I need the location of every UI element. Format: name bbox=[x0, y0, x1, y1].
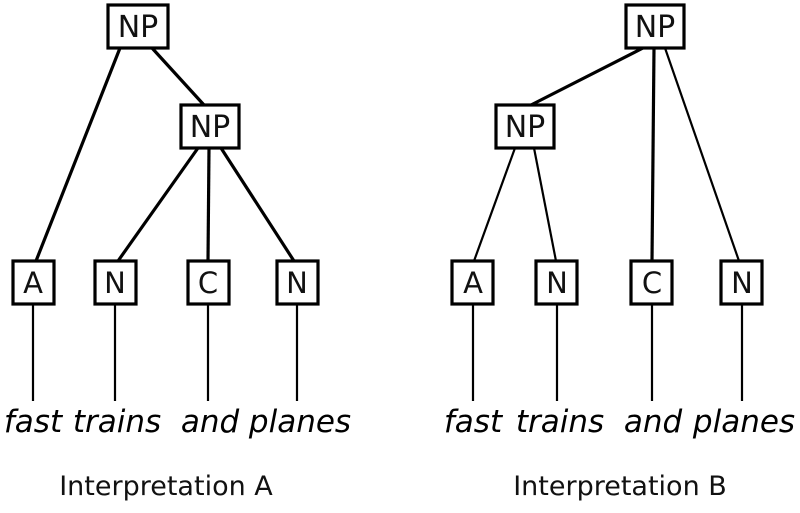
node-box bbox=[534, 259, 579, 306]
edges-group bbox=[34, 46, 741, 262]
tree-node-np[interactable]: NP bbox=[179, 103, 241, 150]
tree-node-n[interactable]: N bbox=[93, 259, 138, 306]
tree-node-c[interactable]: C bbox=[629, 259, 674, 306]
tree-node-c[interactable]: C bbox=[186, 259, 231, 306]
node-box bbox=[275, 259, 320, 306]
node-label: NP bbox=[505, 110, 546, 145]
node-label: NP bbox=[118, 10, 159, 45]
tree-node-a[interactable]: A bbox=[450, 259, 495, 306]
nodes-group: NP NP A N C N NP NP A N C N bbox=[11, 3, 764, 306]
leaf-word: and bbox=[624, 404, 683, 440]
node-box bbox=[179, 103, 241, 150]
tree-node-n[interactable]: N bbox=[719, 259, 764, 306]
leaf-word: fast bbox=[4, 404, 64, 440]
node-box bbox=[629, 259, 674, 306]
leaf-word: fast bbox=[444, 404, 504, 440]
tree-node-np[interactable]: NP bbox=[106, 3, 170, 50]
node-box bbox=[106, 3, 170, 50]
tree-caption: Interpretation A bbox=[59, 471, 273, 502]
tree-edge bbox=[663, 47, 741, 262]
node-label: N bbox=[104, 266, 126, 300]
node-box bbox=[494, 103, 556, 150]
node-label: A bbox=[463, 266, 483, 300]
tree-edge bbox=[34, 47, 122, 262]
tree-node-n[interactable]: N bbox=[275, 259, 320, 306]
tree-edge bbox=[530, 46, 644, 107]
tree-edge bbox=[206, 147, 211, 262]
leaf-word: trains bbox=[73, 404, 161, 440]
node-box bbox=[93, 259, 138, 306]
tree-edge bbox=[650, 47, 656, 262]
node-label: C bbox=[198, 266, 218, 300]
leaf-word: planes bbox=[248, 404, 351, 440]
captions-group: Interpretation A Interpretation B bbox=[59, 471, 727, 502]
leaf-word: planes bbox=[692, 404, 795, 440]
node-box bbox=[450, 259, 495, 306]
node-box bbox=[719, 259, 764, 306]
tree-edge bbox=[150, 46, 206, 107]
node-label: N bbox=[286, 266, 308, 300]
node-label: NP bbox=[635, 10, 676, 45]
tree-edge bbox=[532, 147, 558, 262]
node-box bbox=[11, 259, 56, 306]
tree-edge bbox=[472, 147, 517, 262]
tree-edge bbox=[116, 147, 200, 262]
node-label: A bbox=[23, 266, 43, 300]
node-label: N bbox=[731, 266, 753, 300]
tree-node-a[interactable]: A bbox=[11, 259, 56, 306]
node-label: NP bbox=[190, 110, 231, 145]
node-box bbox=[624, 3, 686, 50]
node-label: C bbox=[642, 266, 662, 300]
tree-edge bbox=[219, 147, 296, 262]
tree-node-np[interactable]: NP bbox=[494, 103, 556, 150]
node-box bbox=[186, 259, 231, 306]
tree-node-np[interactable]: NP bbox=[624, 3, 686, 50]
tree-caption: Interpretation B bbox=[513, 471, 727, 502]
tree-node-n[interactable]: N bbox=[534, 259, 579, 306]
leaf-word: trains bbox=[516, 404, 604, 440]
leaf-stems-group bbox=[31, 304, 744, 401]
leaf-word: and bbox=[181, 404, 240, 440]
node-label: N bbox=[546, 266, 568, 300]
